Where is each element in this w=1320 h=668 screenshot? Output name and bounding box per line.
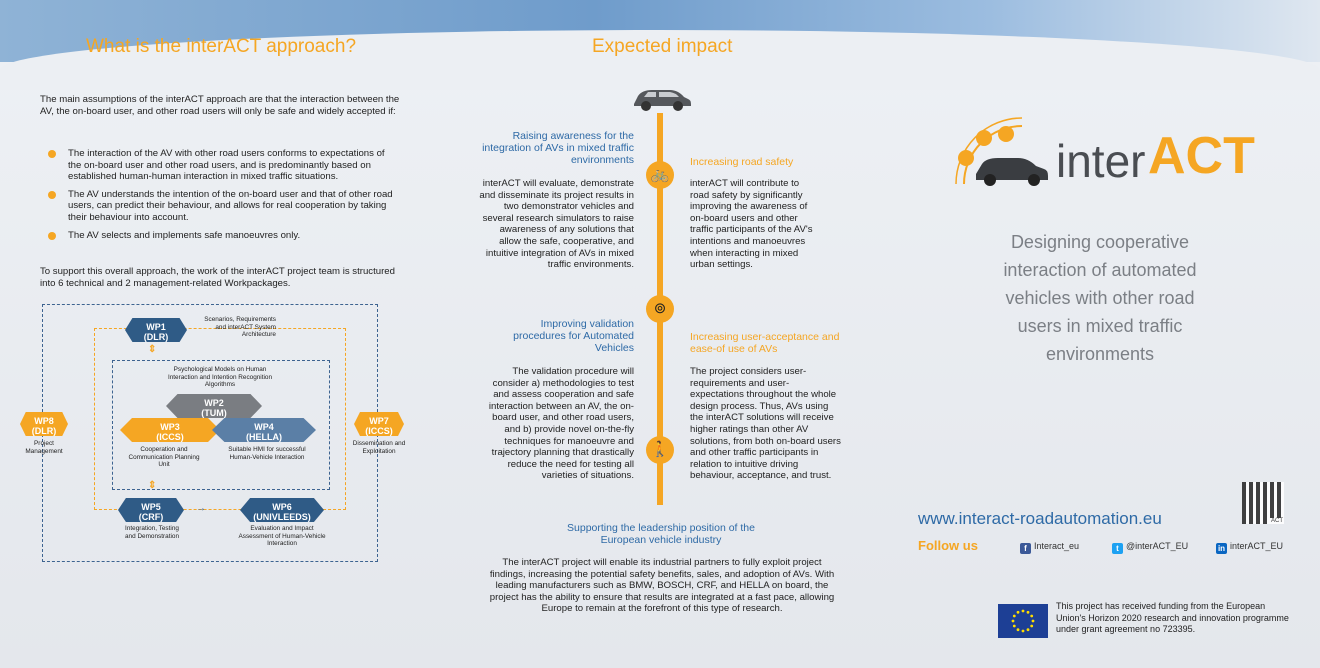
linkedin-icon: in: [1216, 543, 1227, 554]
acceptance-body: The project considers user-requirements …: [690, 366, 841, 482]
bicycle-icon: 🚲: [646, 161, 674, 189]
wp6-hexagon: WP6 (UNIVLEEDS): [240, 498, 324, 522]
tagline: Designing cooperative interaction of aut…: [1003, 232, 1197, 364]
banner-curve: [0, 30, 1320, 90]
awareness-heading: Raising awareness for the integration of…: [482, 130, 634, 166]
bullet-dot-icon: [48, 231, 56, 240]
car-icon: [630, 86, 692, 112]
awareness-body: interACT will evaluate, demonstrate and …: [479, 178, 634, 271]
psych-models-label: Psychological Models on Human Interactio…: [167, 366, 273, 389]
wp5-hexagon: WP5 (CRF): [118, 498, 184, 522]
middle-section-title: Expected impact: [592, 36, 733, 57]
wp6-description: Evaluation and Impact Assessment of Huma…: [238, 525, 326, 548]
wp2-hexagon: WP2 (TUM): [166, 394, 262, 418]
support-paragraph: To support this overall approach, the wo…: [40, 266, 395, 289]
arrow-right-icon: →: [196, 503, 206, 514]
orange-frame: [94, 328, 346, 510]
assumption-list: The interaction of the AV with other roa…: [48, 148, 400, 247]
website-link[interactable]: www.interact-roadautomation.eu: [918, 509, 1162, 528]
wp4-hexagon: WP4 (HELLA): [212, 418, 316, 442]
validation-body: The validation procedure will consider a…: [488, 366, 634, 482]
wp3-description: Cooperation and Communication Planning U…: [128, 446, 200, 469]
pedestrian-icon: 🚶: [646, 436, 674, 464]
safety-heading: Increasing road safety: [690, 156, 794, 168]
wp7-description: Dissemination and Exploitation: [352, 440, 406, 455]
twitter-icon: t: [1112, 543, 1123, 554]
wp4-description: Suitable HMI for successful Human-Vehicl…: [228, 446, 306, 461]
safety-body: interACT will contribute to road safety …: [690, 178, 813, 271]
wp8-hexagon: WP8 (DLR): [20, 412, 68, 436]
driver-icon: ⊚: [646, 295, 674, 323]
eu-flag-icon: [998, 604, 1048, 638]
interact-logo: inter ACT: [952, 114, 1255, 194]
qr-code: ACT: [1242, 482, 1284, 524]
validation-heading: Improving validation procedures for Auto…: [513, 318, 634, 354]
bullet-dot-icon: [48, 150, 56, 158]
inner-frame: [112, 360, 330, 490]
logo-text-act: ACT: [1148, 127, 1255, 185]
follow-us-label: Follow us: [918, 538, 978, 553]
wp5-description: Integration, Testing and Demonstration: [125, 525, 179, 540]
funding-statement: This project has received funding from t…: [1056, 601, 1289, 635]
wp1-hexagon: WP1 (DLR): [125, 318, 187, 342]
double-arrow-icon: ⇕: [148, 480, 157, 491]
list-item: The AV understands the intention of the …: [48, 189, 400, 224]
wp1-description: Scenarios, Requirements and interACT Sys…: [204, 316, 276, 339]
acceptance-heading: Increasing user-acceptance and ease-of u…: [690, 331, 840, 355]
list-item: The interaction of the AV with other roa…: [48, 148, 400, 183]
twitter-link[interactable]: t@interACT_EU: [1112, 541, 1188, 554]
list-item: The AV selects and implements safe manoe…: [48, 230, 400, 242]
wp7-hexagon: WP7 (ICCS): [354, 412, 404, 436]
bullet-dot-icon: [48, 190, 56, 199]
leadership-heading: Supporting the leadership position of th…: [567, 522, 755, 546]
wp8-description: Project Management: [25, 440, 63, 455]
facebook-icon: f: [1020, 543, 1031, 554]
intro-paragraph: The main assumptions of the interACT app…: [40, 94, 400, 117]
left-section-title: What is the interACT approach?: [86, 36, 357, 57]
wp3-hexagon: WP3 (ICCS): [120, 418, 220, 442]
logo-text-inter: inter: [1056, 135, 1146, 187]
qr-label: ACT: [1270, 518, 1284, 524]
double-arrow-icon: ⇕: [148, 344, 157, 355]
leadership-body: The interACT project will enable its ind…: [489, 557, 835, 615]
